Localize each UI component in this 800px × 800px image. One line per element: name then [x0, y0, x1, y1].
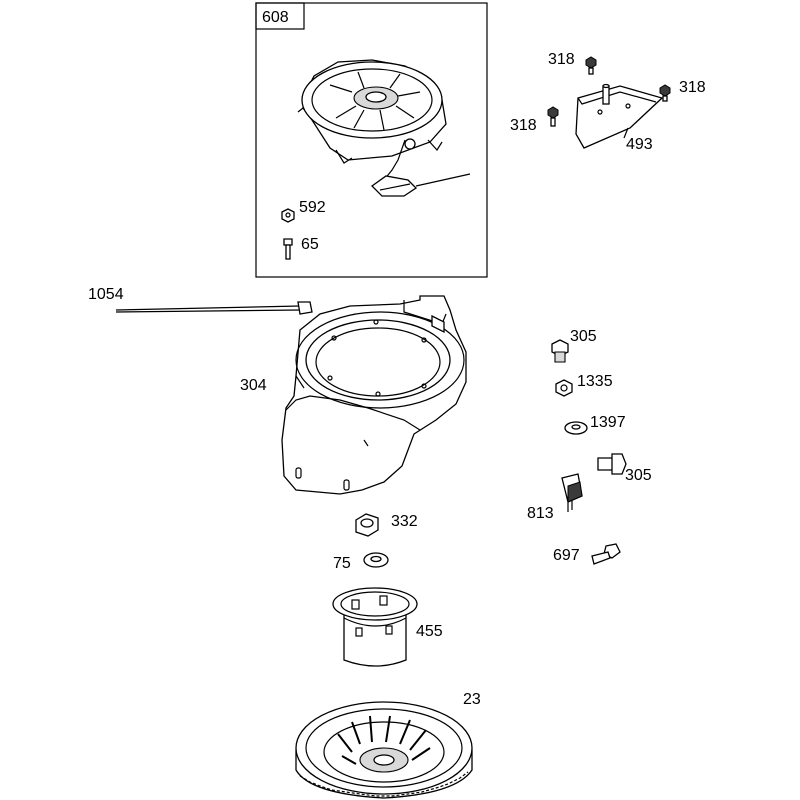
callout-318-left: 318: [510, 117, 537, 134]
cable-tie-1054: 1054: [88, 286, 313, 315]
washer-75: 75: [333, 552, 389, 572]
callout-318-right: 318: [679, 79, 706, 96]
callout-608: 608: [262, 9, 289, 26]
nut-1335: 1335: [555, 373, 613, 397]
callout-304: 304: [240, 377, 267, 394]
callout-493: 493: [626, 136, 653, 153]
callout-813: 813: [527, 505, 554, 522]
screw-318-right: 318: [659, 79, 706, 102]
bolt-305: 305: [597, 453, 652, 484]
callout-592: 592: [299, 199, 326, 216]
stud-305: 305: [551, 328, 597, 363]
screw-65: 65: [283, 236, 319, 260]
callout-305-top: 305: [570, 328, 597, 345]
flywheel-23: 23: [295, 691, 481, 799]
callout-1054: 1054: [88, 286, 124, 303]
nut-592: 592: [281, 199, 326, 223]
callout-23: 23: [463, 691, 481, 708]
screw-318-top: 318: [548, 51, 597, 75]
callout-65: 65: [301, 236, 319, 253]
screw-697: 697: [553, 543, 621, 565]
callout-1397: 1397: [590, 414, 626, 431]
callout-318-top: 318: [548, 51, 575, 68]
spacer-813: 813: [527, 473, 583, 522]
callout-305-bottom: 305: [625, 467, 652, 484]
starter-cup-455: 455: [332, 587, 443, 667]
callout-332: 332: [391, 513, 418, 530]
callout-697: 697: [553, 547, 580, 564]
blower-housing-304: 304: [240, 295, 467, 495]
callout-1335: 1335: [577, 373, 613, 390]
recoil-starter: [297, 59, 471, 197]
bracket-plate-493: 493: [575, 83, 664, 153]
nut-332: 332: [355, 513, 418, 537]
callout-75: 75: [333, 555, 351, 572]
callout-455: 455: [416, 623, 443, 640]
screw-318-left: 318: [510, 106, 559, 134]
washer-1397: 1397: [564, 414, 626, 435]
kit-608-box: 608: [255, 2, 488, 278]
